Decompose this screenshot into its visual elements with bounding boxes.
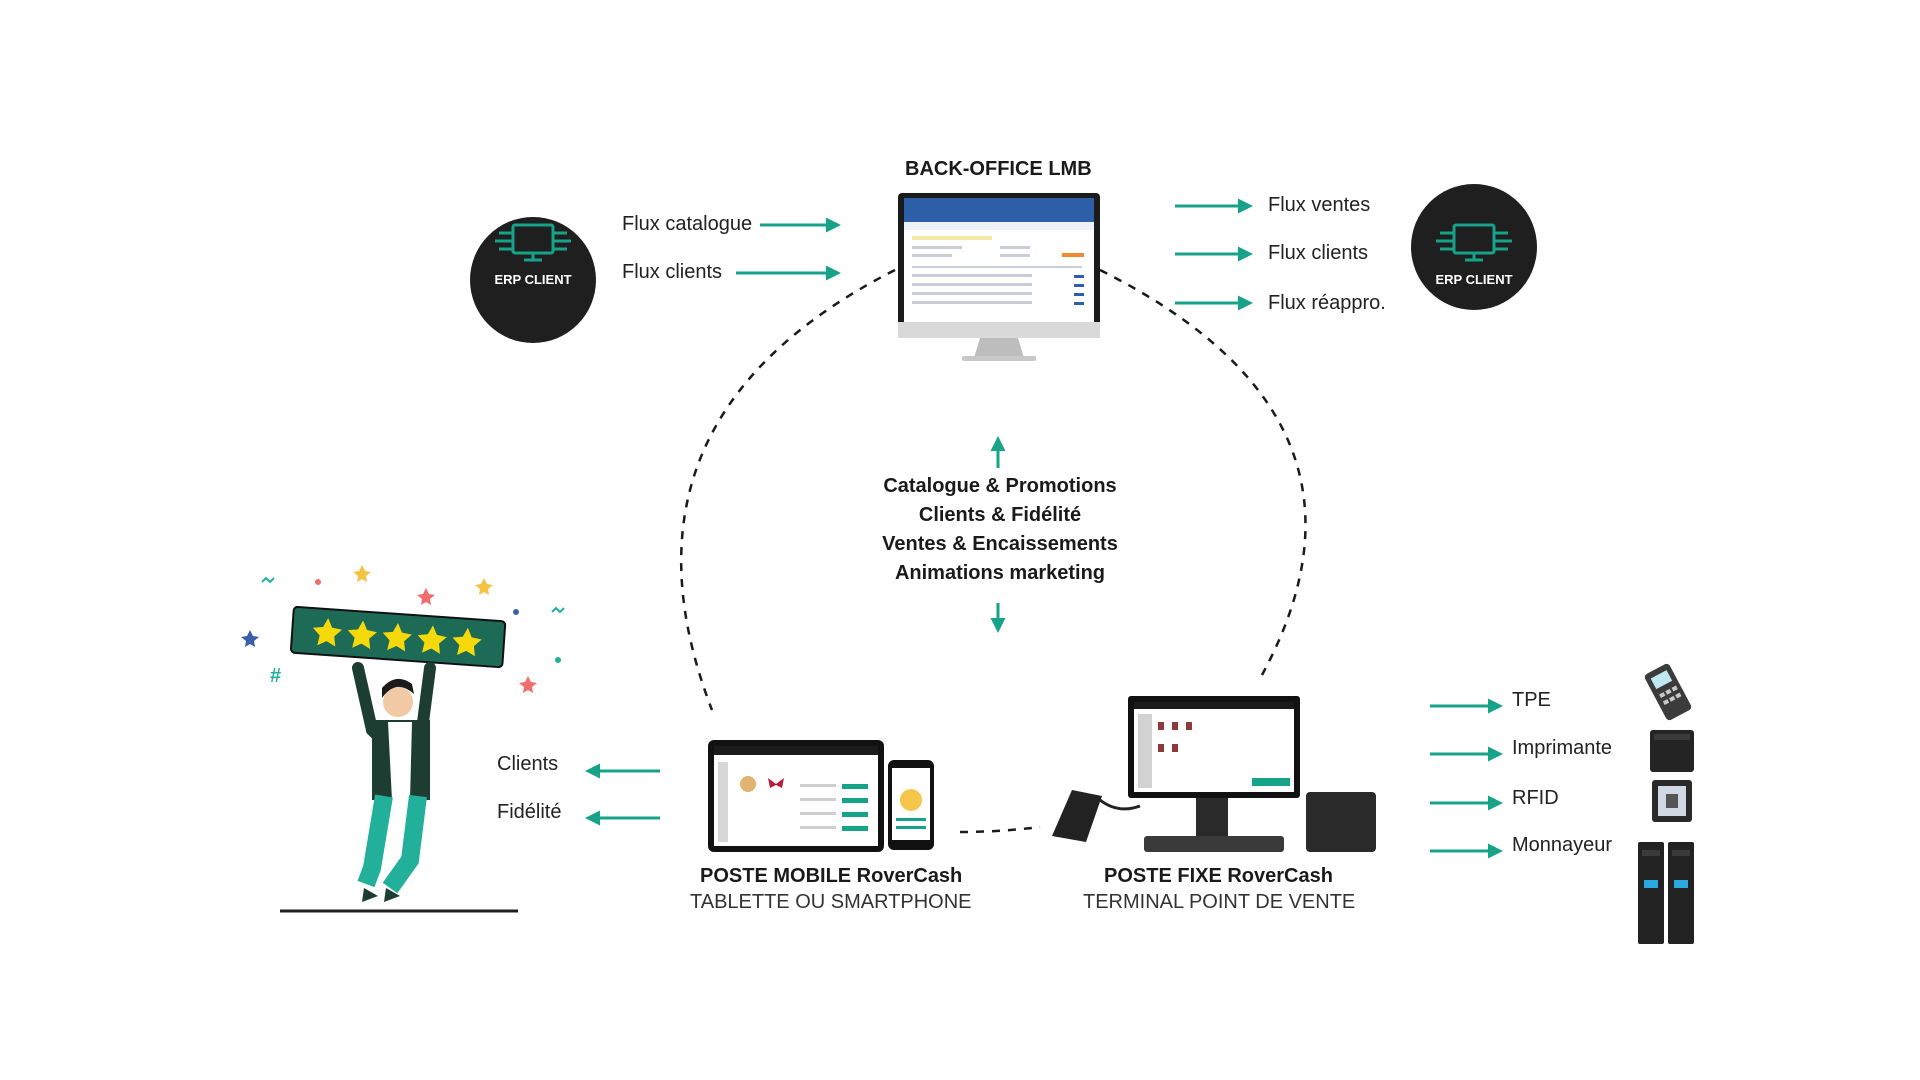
mobile-subtitle: TABLETTE OU SMARTPHONE bbox=[690, 891, 972, 913]
flow-arrows bbox=[585, 198, 1503, 859]
receipt-printer-icon bbox=[1306, 792, 1376, 852]
customer-flow-clients: Clients bbox=[497, 753, 559, 775]
celebrating-person-illustration: # bbox=[241, 565, 565, 913]
erp-client-right: ERP CLIENT bbox=[1411, 184, 1537, 310]
flow-out-clients: Flux clients bbox=[1268, 242, 1369, 264]
flow-out-reappro: Flux réappro. bbox=[1268, 292, 1386, 314]
monitor-circuit-icon bbox=[1436, 223, 1512, 262]
dashed-arc-right bbox=[1099, 268, 1307, 676]
center-item-animations: Animations marketing bbox=[894, 562, 1106, 584]
star-icon bbox=[312, 618, 482, 657]
peripheral-tpe: TPE bbox=[1512, 689, 1551, 711]
mobile-title: POSTE MOBILE RoverCash bbox=[700, 865, 963, 887]
confetti: # bbox=[241, 565, 565, 693]
receipt-printer-icon bbox=[1650, 730, 1694, 772]
backoffice-monitor bbox=[898, 193, 1100, 361]
erp-client-left: ERP CLIENT bbox=[470, 217, 596, 343]
fixed-title: POSTE FIXE RoverCash bbox=[1104, 865, 1333, 887]
flow-out-ventes: Flux ventes bbox=[1268, 194, 1371, 216]
barcode-scanner-icon bbox=[1052, 790, 1102, 842]
backoffice-title: BACK-OFFICE LMB bbox=[905, 158, 1092, 180]
flow-in-catalogue: Flux catalogue bbox=[622, 213, 753, 235]
peripheral-monnayeur: Monnayeur bbox=[1512, 834, 1613, 856]
customer-flow-fidelite: Fidélité bbox=[497, 801, 562, 823]
center-item-ventes: Ventes & Encaissements bbox=[882, 533, 1118, 555]
dashed-link-mobile-fixed bbox=[959, 825, 1041, 834]
peripheral-rfid: RFID bbox=[1512, 787, 1559, 809]
cash-machine-icon bbox=[1638, 842, 1694, 944]
erp-client-left-label: ERP CLIENT bbox=[494, 272, 571, 287]
erp-client-right-label: ERP CLIENT bbox=[1435, 272, 1512, 287]
card-terminal-icon bbox=[1644, 663, 1692, 721]
peripheral-imprimante: Imprimante bbox=[1512, 737, 1613, 759]
flow-in-clients: Flux clients bbox=[622, 261, 723, 283]
fixed-terminal bbox=[1052, 696, 1376, 852]
svg-text:#: # bbox=[270, 665, 281, 687]
monitor-circuit-icon bbox=[495, 223, 571, 262]
fixed-subtitle: TERMINAL POINT DE VENTE bbox=[1083, 891, 1356, 913]
center-item-catalogue: Catalogue & Promotions bbox=[883, 475, 1117, 497]
mobile-devices bbox=[708, 740, 934, 852]
center-item-clients: Clients & Fidélité bbox=[918, 504, 1082, 526]
dashed-arc-left bbox=[679, 268, 896, 711]
rfid-tag-icon bbox=[1652, 780, 1692, 822]
